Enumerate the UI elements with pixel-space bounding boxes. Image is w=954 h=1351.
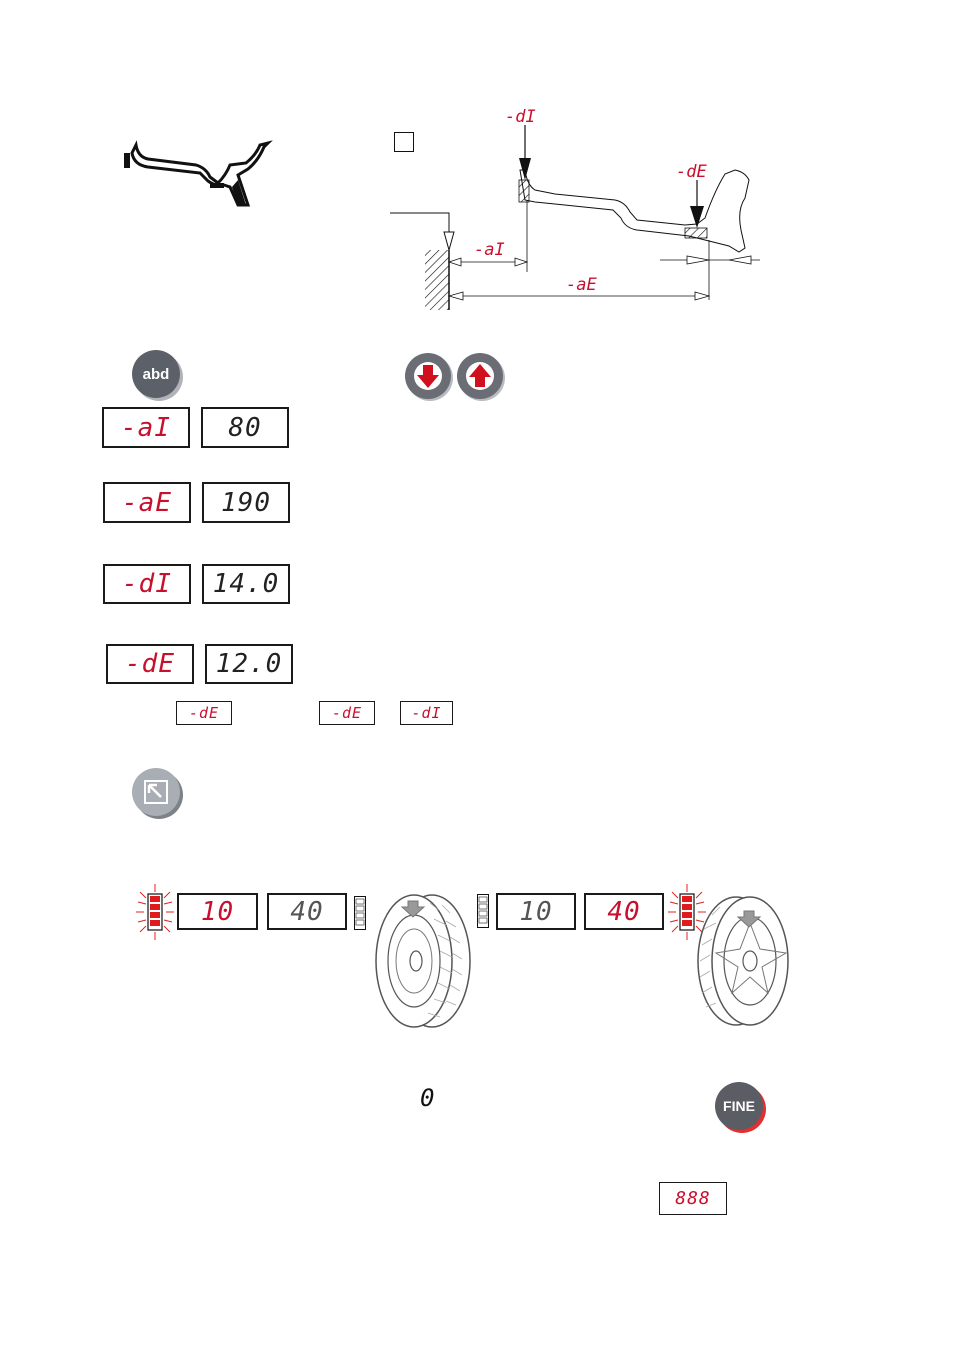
zero-digit: 0 <box>420 1084 435 1112</box>
display-row2-right: 190 <box>202 482 290 523</box>
display-row2-left: -aE <box>103 482 191 523</box>
led-bar-right-idle <box>477 894 489 928</box>
display-row1-left: -aI <box>102 407 190 448</box>
balance-left-inner: 10 <box>177 893 258 930</box>
display-row1-right: 80 <box>201 407 289 448</box>
balance-left-outer: 40 <box>267 893 347 930</box>
exit-button[interactable] <box>132 768 180 816</box>
abd-button[interactable]: abd <box>132 350 180 398</box>
arrow-up-button[interactable] <box>457 353 503 399</box>
balance-right-outer: 40 <box>584 893 664 930</box>
rim-profile-icon <box>124 140 273 207</box>
led-bar-right-active <box>668 884 706 940</box>
label-de-top: -dE <box>676 162 707 182</box>
led-bar-left-active <box>136 884 174 940</box>
display-row4-right: 12.0 <box>205 644 293 684</box>
display-888: 888 <box>659 1182 727 1215</box>
display-row4-left: -dE <box>106 644 194 684</box>
wheel-right-icon <box>697 896 789 1026</box>
display-row3-left: -dI <box>103 564 191 604</box>
arrow-down-icon <box>414 362 442 390</box>
checkbox-square <box>394 132 414 152</box>
fine-button[interactable]: FINE <box>715 1082 763 1130</box>
abd-button-label: abd <box>142 365 170 383</box>
wheel-left-icon <box>375 894 471 1028</box>
display-row3-right: 14.0 <box>202 564 290 604</box>
inline-display-1: -dE <box>176 701 232 725</box>
label-di-top: -dI <box>505 107 536 127</box>
balance-right-inner: 10 <box>496 893 576 930</box>
arrow-exit-icon <box>144 780 168 804</box>
label-ae: -aE <box>566 275 597 295</box>
arrow-up-icon <box>466 362 494 390</box>
inline-display-3: -dI <box>400 701 453 725</box>
arrow-down-button[interactable] <box>405 353 451 399</box>
fine-button-label: FINE <box>723 1098 755 1114</box>
label-ai: -aI <box>474 240 505 260</box>
led-bar-left-idle <box>354 896 366 930</box>
rim-cross-section-diagram <box>390 125 760 310</box>
inline-display-2: -dE <box>319 701 375 725</box>
